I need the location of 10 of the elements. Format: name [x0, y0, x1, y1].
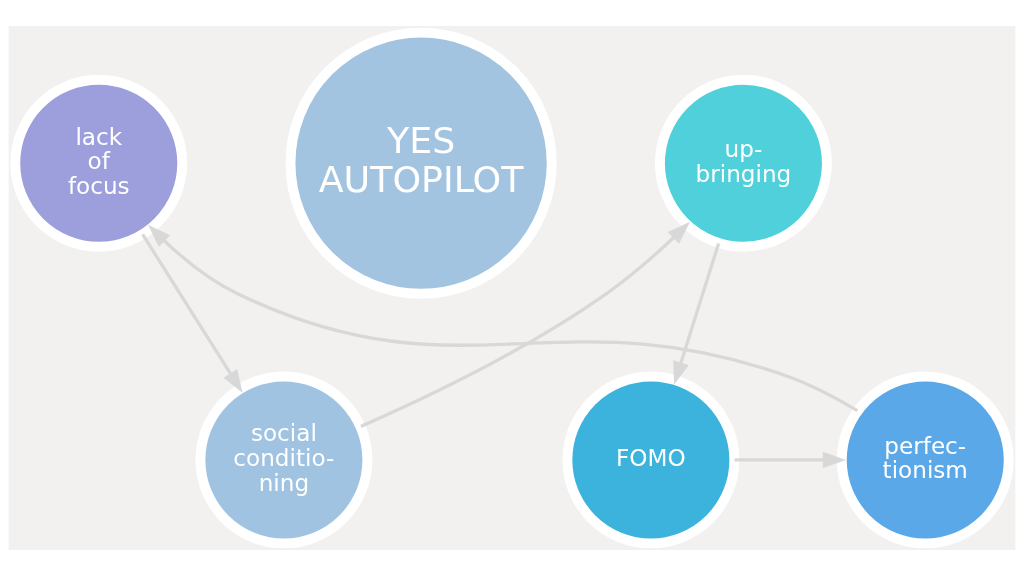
node-circle: perfec- tionism: [836, 371, 1014, 549]
arrow: [734, 451, 847, 469]
node-circle: FOMO: [562, 371, 740, 549]
node-circle: lack of focus: [10, 74, 188, 252]
arrow: [141, 233, 243, 393]
arrow: [148, 224, 859, 413]
arrow: [360, 221, 691, 428]
arrow: [673, 243, 721, 385]
node-circle: up- bringing: [655, 74, 832, 252]
node-circle: YES AUTOPILOT: [285, 27, 557, 299]
